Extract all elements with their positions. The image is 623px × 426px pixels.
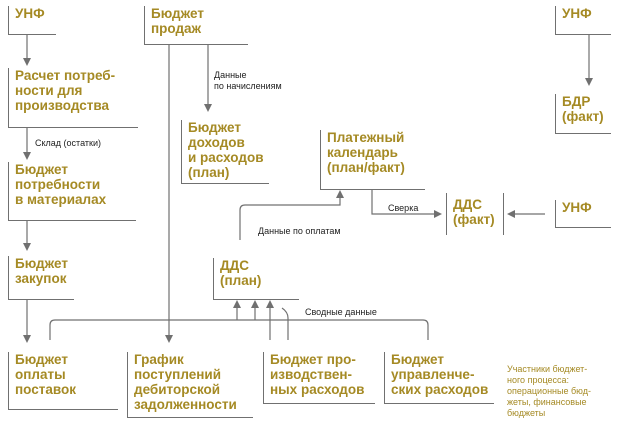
arrowhead [23,335,31,343]
node-purchases-budget: Бюджет закупок [8,256,74,300]
arrowhead [165,335,173,343]
edge-summary-bracket [49,319,429,340]
edge-dds-plan-to-calendar [239,196,341,240]
edge-label-reconciliation: Сверка [388,203,419,213]
edge-label-data-by-payments: Данные по оплатам [258,226,341,236]
node-budget-sales: Бюджет продаж [144,6,248,45]
node-production-expenses-budget: Бюджет про- изводствен- ных расходов [263,352,375,404]
node-bdr-fact: БДР (факт) [555,94,611,134]
node-management-expenses-budget: Бюджет управленче- ских расходов [384,352,494,404]
arrowhead [507,210,515,218]
node-income-expense-budget: Бюджет доходов и расходов (план) [181,120,269,184]
node-dds-fact: ДДС (факт) [446,193,504,235]
node-production-needs: Расчет потреб- ности для производства [8,68,138,128]
edge-label-summary-data: Сводные данные [305,307,377,317]
arrowhead [434,210,442,218]
node-unf-top-left: УНФ [8,6,56,35]
edge-label-warehouse-stock: Склад (остатки) [35,138,101,148]
node-dds-plan: ДДС (план) [213,258,299,300]
node-supplies-payment-budget: Бюджет оплаты поставок [8,352,118,410]
arrowhead [23,58,31,66]
node-unf-right: УНФ [555,200,611,228]
node-receivables-schedule: График поступлений дебиторской задолженн… [127,352,253,418]
edge-production-to-dds-plan [281,307,289,340]
arrowhead [585,78,593,86]
arrowhead [336,190,344,198]
arrowhead [23,243,31,251]
edge-label-data-by-accruals: Данные по начислениям [214,70,282,91]
node-payment-calendar: Платежный календарь (план/факт) [320,130,425,190]
arrowhead [266,300,274,308]
edge-calendar-to-dds-fact [371,190,436,215]
arrowhead [251,300,259,308]
arrowhead [23,152,31,160]
arrowhead [233,300,241,308]
node-material-needs-budget: Бюджет потребности в материалах [8,162,136,221]
arrowhead [204,104,212,112]
node-unf-top-right: УНФ [555,6,611,35]
legend-note: Участники бюджет- ного процесса: операци… [507,364,591,418]
